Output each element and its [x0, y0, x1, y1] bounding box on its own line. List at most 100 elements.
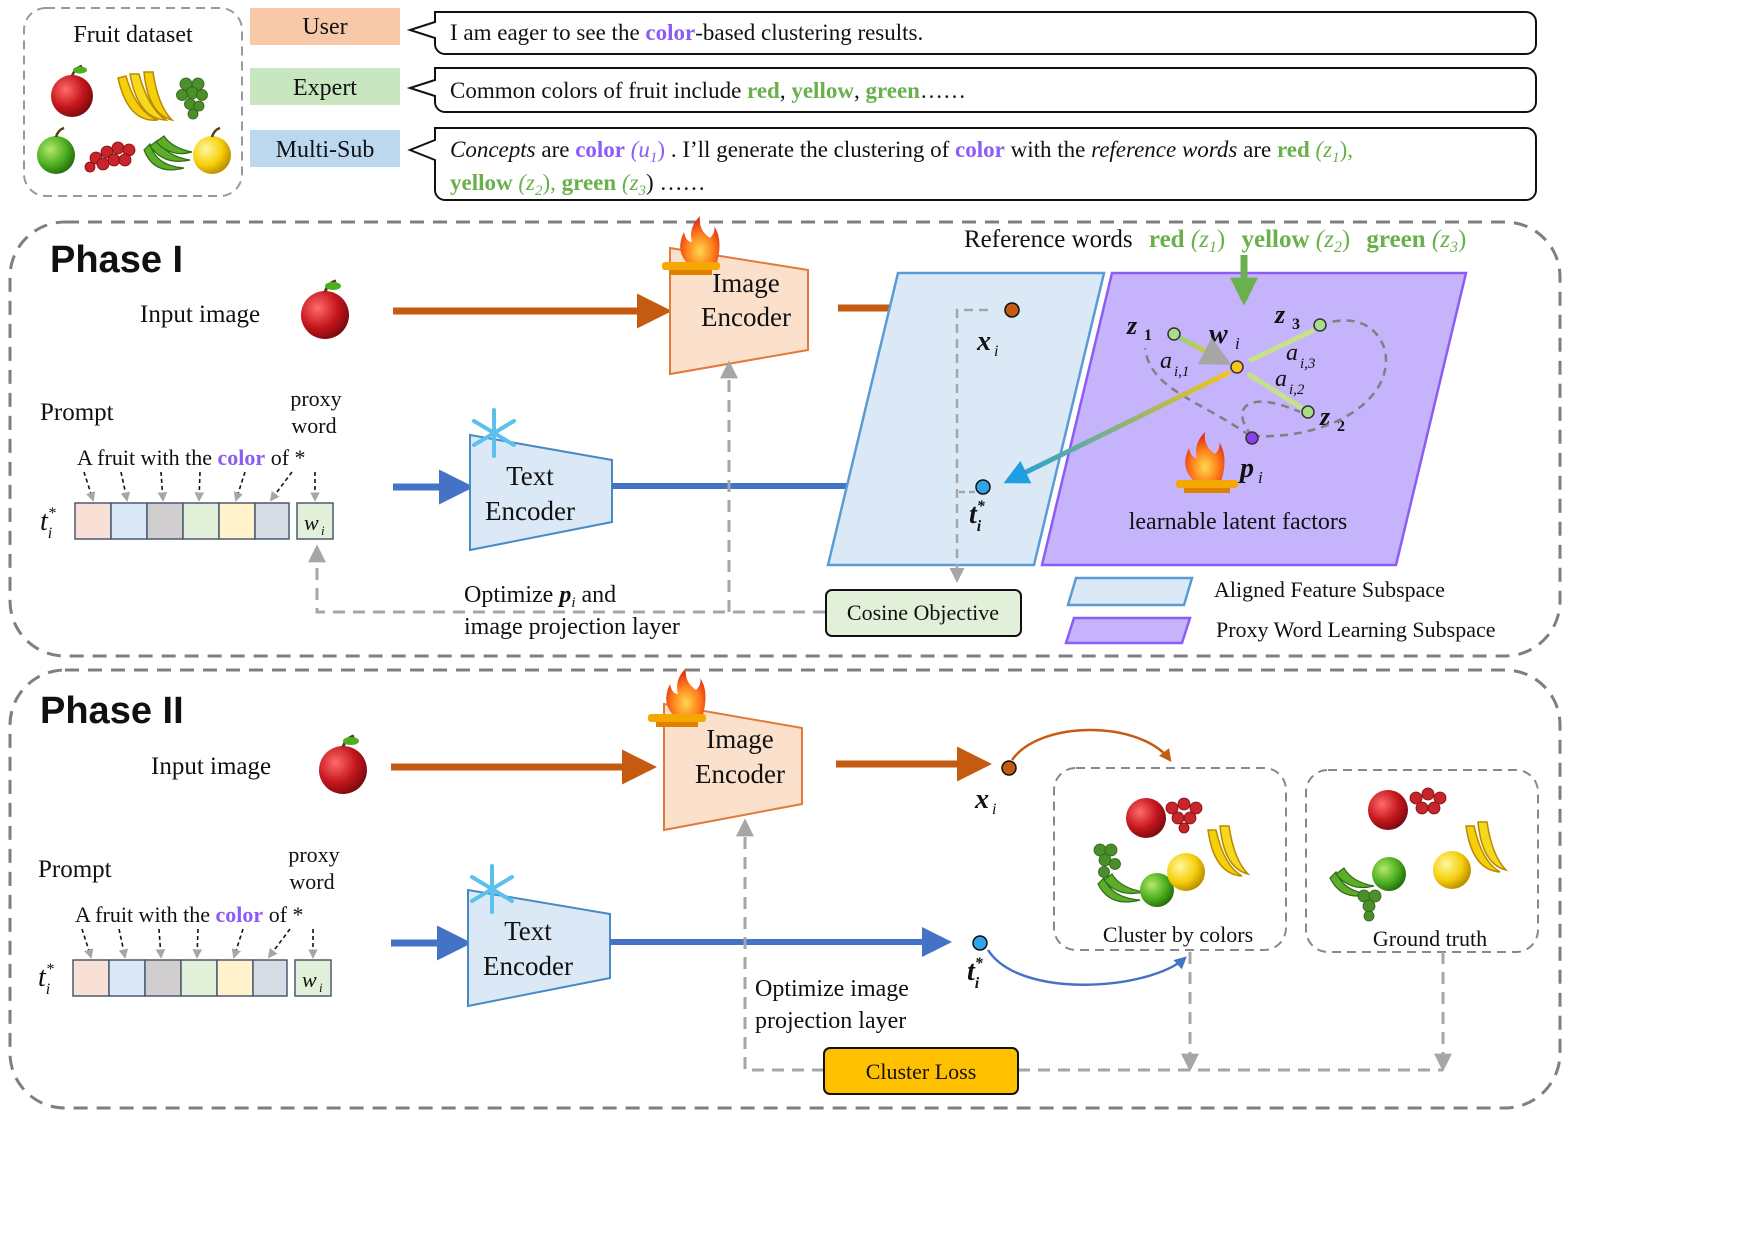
phase2-fire-icon: [648, 668, 706, 727]
phase2-w-token-label: w: [302, 967, 317, 992]
green-grapes-icon: [176, 77, 208, 120]
phase1-text-encoder-label-2: Encoder: [485, 496, 575, 526]
phase2-prompt-token-arrows: [81, 928, 318, 959]
phase1-snowflake-icon: [472, 408, 516, 458]
z1-label: z: [1126, 311, 1138, 340]
phase1-w-token-label: w: [304, 510, 319, 535]
phase1-input-image-label: Input image: [140, 301, 260, 328]
phase2-image-encoder-label-2: Encoder: [695, 759, 785, 789]
w-to-t-gradient-arrow: [1003, 369, 1232, 484]
phase2-t-label: t*i: [38, 961, 54, 998]
a-i1-sub: i,1: [1174, 364, 1189, 380]
expert-role-label: Expert: [293, 75, 357, 101]
p-point-sub: i: [1258, 468, 1263, 487]
phase2-feedback-loop: [736, 818, 824, 1072]
z3-sub: 3: [1292, 316, 1300, 333]
banana-icon: [117, 71, 175, 122]
phase1-t-label: t*i: [40, 505, 56, 542]
green-banana-icon: [143, 135, 193, 171]
phase1-prompt-tokens: [74, 502, 334, 540]
user-role-box: [250, 8, 400, 45]
phase2-input-image-label: Input image: [151, 753, 271, 780]
phase1-input-apple-icon: [301, 279, 349, 339]
z1-to-w-arrow: [1178, 335, 1232, 365]
cluster-green-banana-icon: [1097, 873, 1145, 903]
cluster-red-grapes-icon: [1165, 797, 1203, 834]
cluster-loss-box: [823, 1047, 1019, 1095]
ground-truth-label: Ground truth: [1373, 926, 1487, 951]
phase1-prompt-text: A fruit with the color of *: [77, 445, 306, 470]
z2-to-w-arrow: [1246, 371, 1304, 411]
expert-message: Common colors of fruit include red, yell…: [450, 78, 966, 103]
fruit-dataset-title: Fruit dataset: [73, 22, 193, 48]
z1-sub: 1: [1144, 327, 1152, 344]
x-feature-sub: i: [994, 343, 998, 360]
cluster-banana-icon: [1207, 825, 1251, 877]
legend-proxy-label: Proxy Word Learning Subspace: [1216, 617, 1496, 642]
multisub-role-box: [250, 130, 400, 167]
cluster-red-apple-icon: [1126, 798, 1166, 838]
cluster-yellow-apple-icon: [1167, 853, 1205, 891]
phase2-text-encoder-label-2: Encoder: [483, 951, 573, 981]
phase1-image-encoder-label-2: Encoder: [701, 302, 791, 332]
phase2-prompt-text: A fruit with the color of *: [75, 902, 304, 927]
phase2-w-token-sub: i: [319, 980, 323, 995]
w-point-label: w: [1209, 319, 1228, 350]
multisub-message-line1: Concepts are color (u1) . I’ll generate …: [450, 137, 1353, 166]
phase2-title: Phase II: [40, 690, 184, 732]
z2-sub: 2: [1337, 418, 1345, 435]
phase2-image-encoder: [663, 702, 803, 832]
phase1-text-encoder: [469, 433, 613, 552]
x-feature-point: [1004, 302, 1020, 318]
phase1-optimize-label-2: image projection layer: [464, 614, 680, 640]
phase1-title: Phase I: [50, 239, 183, 281]
z3-label: z: [1274, 300, 1286, 329]
z3-point: [1313, 318, 1327, 332]
phase1-text-encoder-label-1: Text: [506, 461, 554, 491]
cosine-objective-box: [825, 589, 1022, 637]
phase2-t-point: [972, 935, 988, 951]
phase2-frame: [8, 668, 1562, 1110]
user-role-label: User: [302, 14, 347, 40]
p-point: [1245, 431, 1259, 445]
phase2-prompt-tokens: [72, 959, 332, 997]
w-point: [1230, 360, 1244, 374]
cluster-green-apple-icon: [1140, 873, 1174, 907]
t-feature-point: [975, 479, 991, 495]
cluster-fruit-icons: [1093, 797, 1251, 907]
phase1-fire-icon: [662, 216, 720, 275]
w-point-sub: i: [1235, 334, 1240, 353]
red-grapes-icon: [84, 141, 136, 173]
phase2-x-point: [1001, 760, 1017, 776]
legend-aligned-label: Aligned Feature Subspace: [1214, 577, 1445, 602]
phase1-frame: [8, 220, 1562, 658]
dataset-fruit-icons: [37, 64, 231, 174]
ground-truth-box: [1305, 769, 1539, 953]
cluster-loss-label: Cluster Loss: [866, 1059, 977, 1084]
phase2-x-sub: i: [992, 801, 996, 818]
fruit-dataset-box: [23, 7, 243, 197]
phase2-input-apple-icon: [319, 734, 367, 794]
aligned-feature-subspace: [826, 271, 1106, 567]
gt-red-apple-icon: [1368, 790, 1408, 830]
user-speech-bubble: [406, 11, 1537, 55]
cosine-objective-label: Cosine Objective: [847, 600, 999, 625]
phase1-proxy-word-label-2: word: [291, 413, 336, 438]
p-to-z-dashed-cycle: [1143, 319, 1388, 438]
phase2-proxy-word-label-1: proxy: [288, 842, 339, 867]
cluster-by-colors-box: [1053, 767, 1287, 951]
phase1-proxy-word-label-1: proxy: [290, 386, 341, 411]
phase1-image-encoder-label-1: Image: [712, 268, 779, 298]
phase2-image-encoder-label-1: Image: [706, 724, 773, 754]
green-apple-icon: [37, 126, 75, 174]
t-to-cluster-curve: [986, 949, 1187, 986]
reference-words-label: Reference words red (z1) yellow (z2) gre…: [964, 226, 1466, 256]
gt-banana-icon: [1465, 821, 1509, 873]
proxy-word-subspace: [1040, 271, 1468, 567]
phase2-snowflake-icon: [470, 864, 514, 914]
phase2-optimize-label-2: projection layer: [755, 1008, 906, 1034]
red-apple-icon: [51, 64, 93, 117]
phase2-x-label: x: [974, 784, 989, 815]
phase1-prompt-label: Prompt: [40, 399, 114, 426]
